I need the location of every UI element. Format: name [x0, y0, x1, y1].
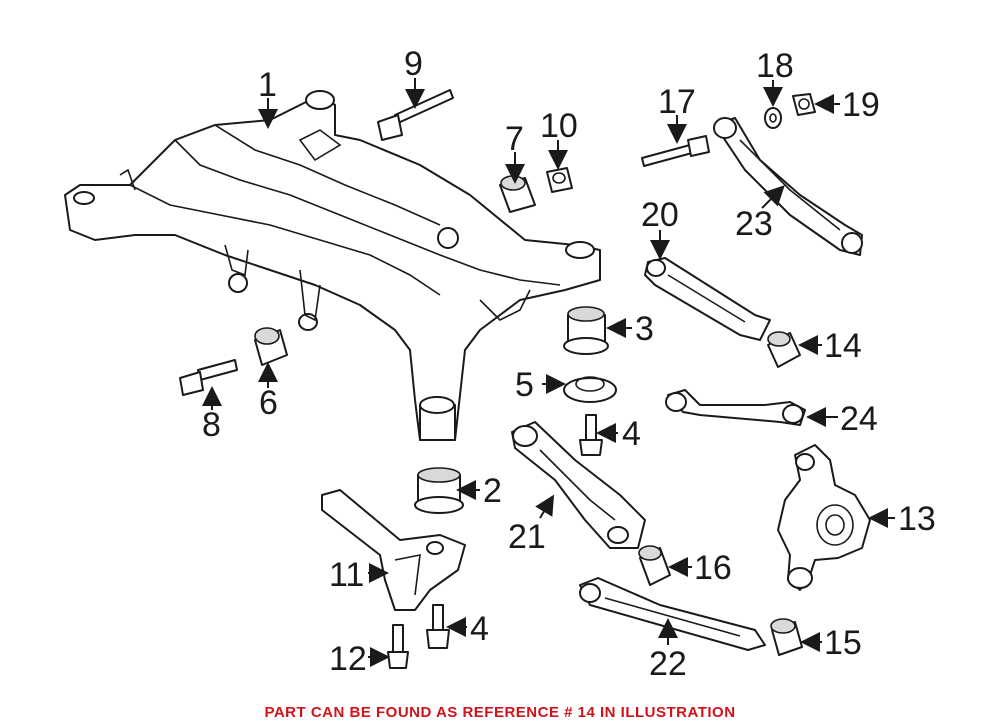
callout-23: 23 — [735, 205, 773, 243]
callout-numbers: 1 2 3 4 4 5 6 7 8 9 10 11 12 13 14 15 16… — [202, 45, 936, 683]
bushing-part-6 — [254, 327, 288, 366]
washer-part-18 — [764, 107, 782, 129]
bushing-part-3 — [563, 306, 609, 355]
callout-3: 3 — [635, 310, 654, 348]
callout-16: 16 — [694, 549, 732, 587]
control-arm-part-23 — [713, 117, 863, 256]
callout-22: 22 — [649, 645, 687, 683]
callout-20: 20 — [641, 196, 679, 234]
callout-13: 13 — [898, 500, 936, 538]
control-arm-part-24 — [665, 389, 806, 426]
callout-4-upper: 4 — [622, 415, 641, 453]
bushing-part-16 — [638, 545, 671, 586]
callout-19: 19 — [842, 86, 880, 124]
callout-18: 18 — [756, 47, 794, 85]
bushing-part-2 — [414, 467, 464, 514]
callout-4-lower: 4 — [470, 610, 489, 648]
control-arm-part-20 — [644, 257, 771, 341]
subframe-part-1 — [64, 90, 601, 441]
bolt-part-4-lower — [426, 604, 450, 649]
callout-10: 10 — [540, 107, 578, 145]
callout-9: 9 — [404, 45, 423, 83]
callout-21: 21 — [508, 518, 546, 556]
bolt-part-8 — [179, 359, 238, 396]
callout-8: 8 — [202, 406, 221, 444]
nut-part-19 — [792, 93, 816, 116]
callout-2: 2 — [483, 472, 502, 510]
bolt-part-4-upper — [579, 414, 603, 456]
bushing-part-7 — [499, 175, 536, 213]
bushing-part-14 — [767, 331, 801, 368]
callout-24: 24 — [840, 400, 878, 438]
reference-note: PART CAN BE FOUND AS REFERENCE # 14 IN I… — [264, 704, 736, 721]
knuckle-part-13 — [777, 444, 871, 591]
bolt-part-12 — [387, 624, 409, 669]
trailing-arm-part-21 — [511, 421, 646, 549]
control-arm-part-22 — [579, 577, 766, 651]
callout-11: 11 — [329, 556, 364, 594]
nut-part-10 — [546, 167, 573, 193]
callout-14: 14 — [824, 327, 862, 365]
callout-12: 12 — [329, 640, 367, 678]
callout-1: 1 — [258, 66, 277, 104]
callout-17: 17 — [658, 83, 696, 121]
callout-5: 5 — [515, 366, 534, 404]
callout-7: 7 — [505, 120, 524, 158]
callout-15: 15 — [824, 624, 862, 662]
bolt-part-17 — [641, 135, 710, 167]
washer-part-5 — [563, 376, 617, 403]
bushing-part-15 — [770, 618, 803, 656]
leader-arrows — [202, 78, 895, 667]
exploded-view-drawing: 1 2 3 4 4 5 6 7 8 9 10 11 12 13 14 15 16… — [64, 45, 936, 683]
bracket-part-11 — [321, 489, 466, 611]
callout-6: 6 — [259, 384, 278, 422]
